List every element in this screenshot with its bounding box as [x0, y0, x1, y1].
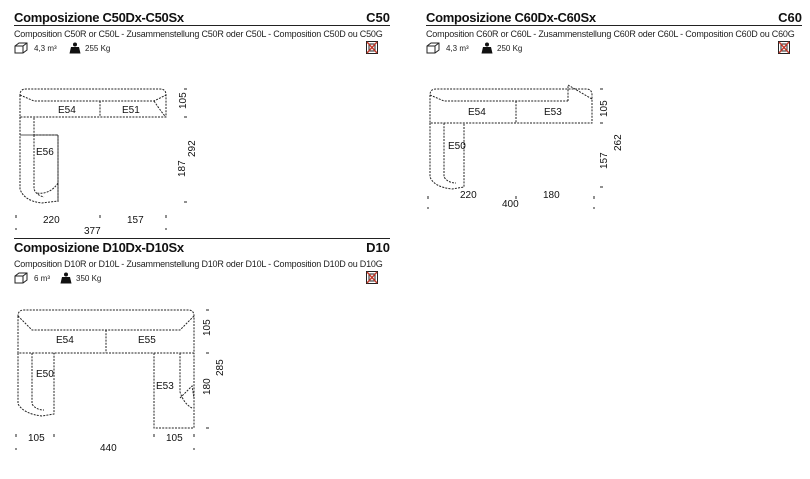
crossed-out-bin-icon [778, 41, 790, 54]
module-label-a: E54 [468, 107, 486, 118]
panel-title: Composizione D10Dx-D10Sx [14, 240, 184, 255]
floor-plan-d10: E54 E55 E50 E53 105 285 180 105 105 440 [15, 309, 226, 454]
title-rule [14, 238, 390, 239]
dimension-total-width: 377 [84, 226, 101, 237]
dimension-chaise-depth: 180 [202, 378, 213, 395]
weight-value: 255 Kg [85, 44, 111, 53]
module-label-b: E53 [544, 107, 562, 118]
dimension-depth-back: 105 [178, 92, 189, 109]
composition-panel-c60: Composizione C60Dx-C60Sx C60 Composition… [426, 10, 802, 235]
dimension-depth-back: 105 [599, 100, 610, 117]
weight-value: 350 Kg [76, 274, 102, 283]
box-volume-icon [14, 42, 28, 54]
box-volume-icon [426, 42, 440, 54]
dimension-total-depth: 292 [187, 140, 198, 157]
weight-value: 250 Kg [497, 44, 523, 53]
box-volume-icon [14, 272, 28, 284]
panel-title: Composizione C50Dx-C50Sx [14, 10, 184, 25]
composition-panel-d10: Composizione D10Dx-D10Sx D10 Composition… [14, 238, 390, 472]
dimension-left-width: 220 [460, 190, 477, 201]
floor-plan-c60: E54 E53 E50 105 262 157 220 180 400 [427, 84, 624, 210]
dimension-left-width: 105 [28, 433, 45, 444]
weight-icon [60, 272, 72, 284]
crossed-out-bin-icon [366, 271, 378, 284]
module-label-c: E50 [36, 369, 54, 380]
panel-code: C60 [778, 10, 802, 25]
module-label-b: E51 [122, 105, 140, 116]
floor-plan-c50: E54 E51 E56 105 292 187 220 157 377 [15, 88, 198, 237]
dimension-chaise-depth: 157 [599, 152, 610, 169]
title-rule [426, 25, 802, 26]
composition-panel-c50: Composizione C50Dx-C50Sx C50 Composition… [14, 10, 390, 237]
panel-title: Composizione C60Dx-C60Sx [426, 10, 596, 25]
dimension-right-width: 180 [543, 190, 560, 201]
panel-code: D10 [366, 240, 390, 255]
crossed-out-bin-icon [366, 41, 378, 54]
module-label-b: E55 [138, 335, 156, 346]
volume-value: 4,3 m³ [34, 44, 57, 53]
dimension-total-depth: 262 [613, 134, 624, 151]
dimension-left-width: 220 [43, 215, 60, 226]
volume-value: 4,3 m³ [446, 44, 469, 53]
module-label-d: E53 [156, 381, 174, 392]
panel-code: C50 [366, 10, 390, 25]
panel-subtitle: Composition D10R or D10L - Zusammenstell… [14, 259, 383, 269]
dimension-total-depth: 285 [215, 359, 226, 376]
dimension-right-width: 157 [127, 215, 144, 226]
dimension-right-width: 105 [166, 433, 183, 444]
module-label-a: E54 [58, 105, 76, 116]
weight-icon [481, 42, 493, 54]
module-label-c: E50 [448, 141, 466, 152]
module-label-c: E56 [36, 147, 54, 158]
dimension-depth-back: 105 [202, 319, 213, 336]
weight-icon [69, 42, 81, 54]
module-label-a: E54 [56, 335, 74, 346]
panel-subtitle: Composition C60R or C60L - Zusammenstell… [426, 29, 795, 39]
dimension-total-width: 440 [100, 443, 117, 454]
dimension-chaise-depth: 187 [177, 160, 188, 177]
dimension-total-width: 400 [502, 199, 519, 210]
volume-value: 6 m³ [34, 274, 50, 283]
panel-subtitle: Composition C50R or C50L - Zusammenstell… [14, 29, 383, 39]
title-rule [14, 25, 390, 26]
